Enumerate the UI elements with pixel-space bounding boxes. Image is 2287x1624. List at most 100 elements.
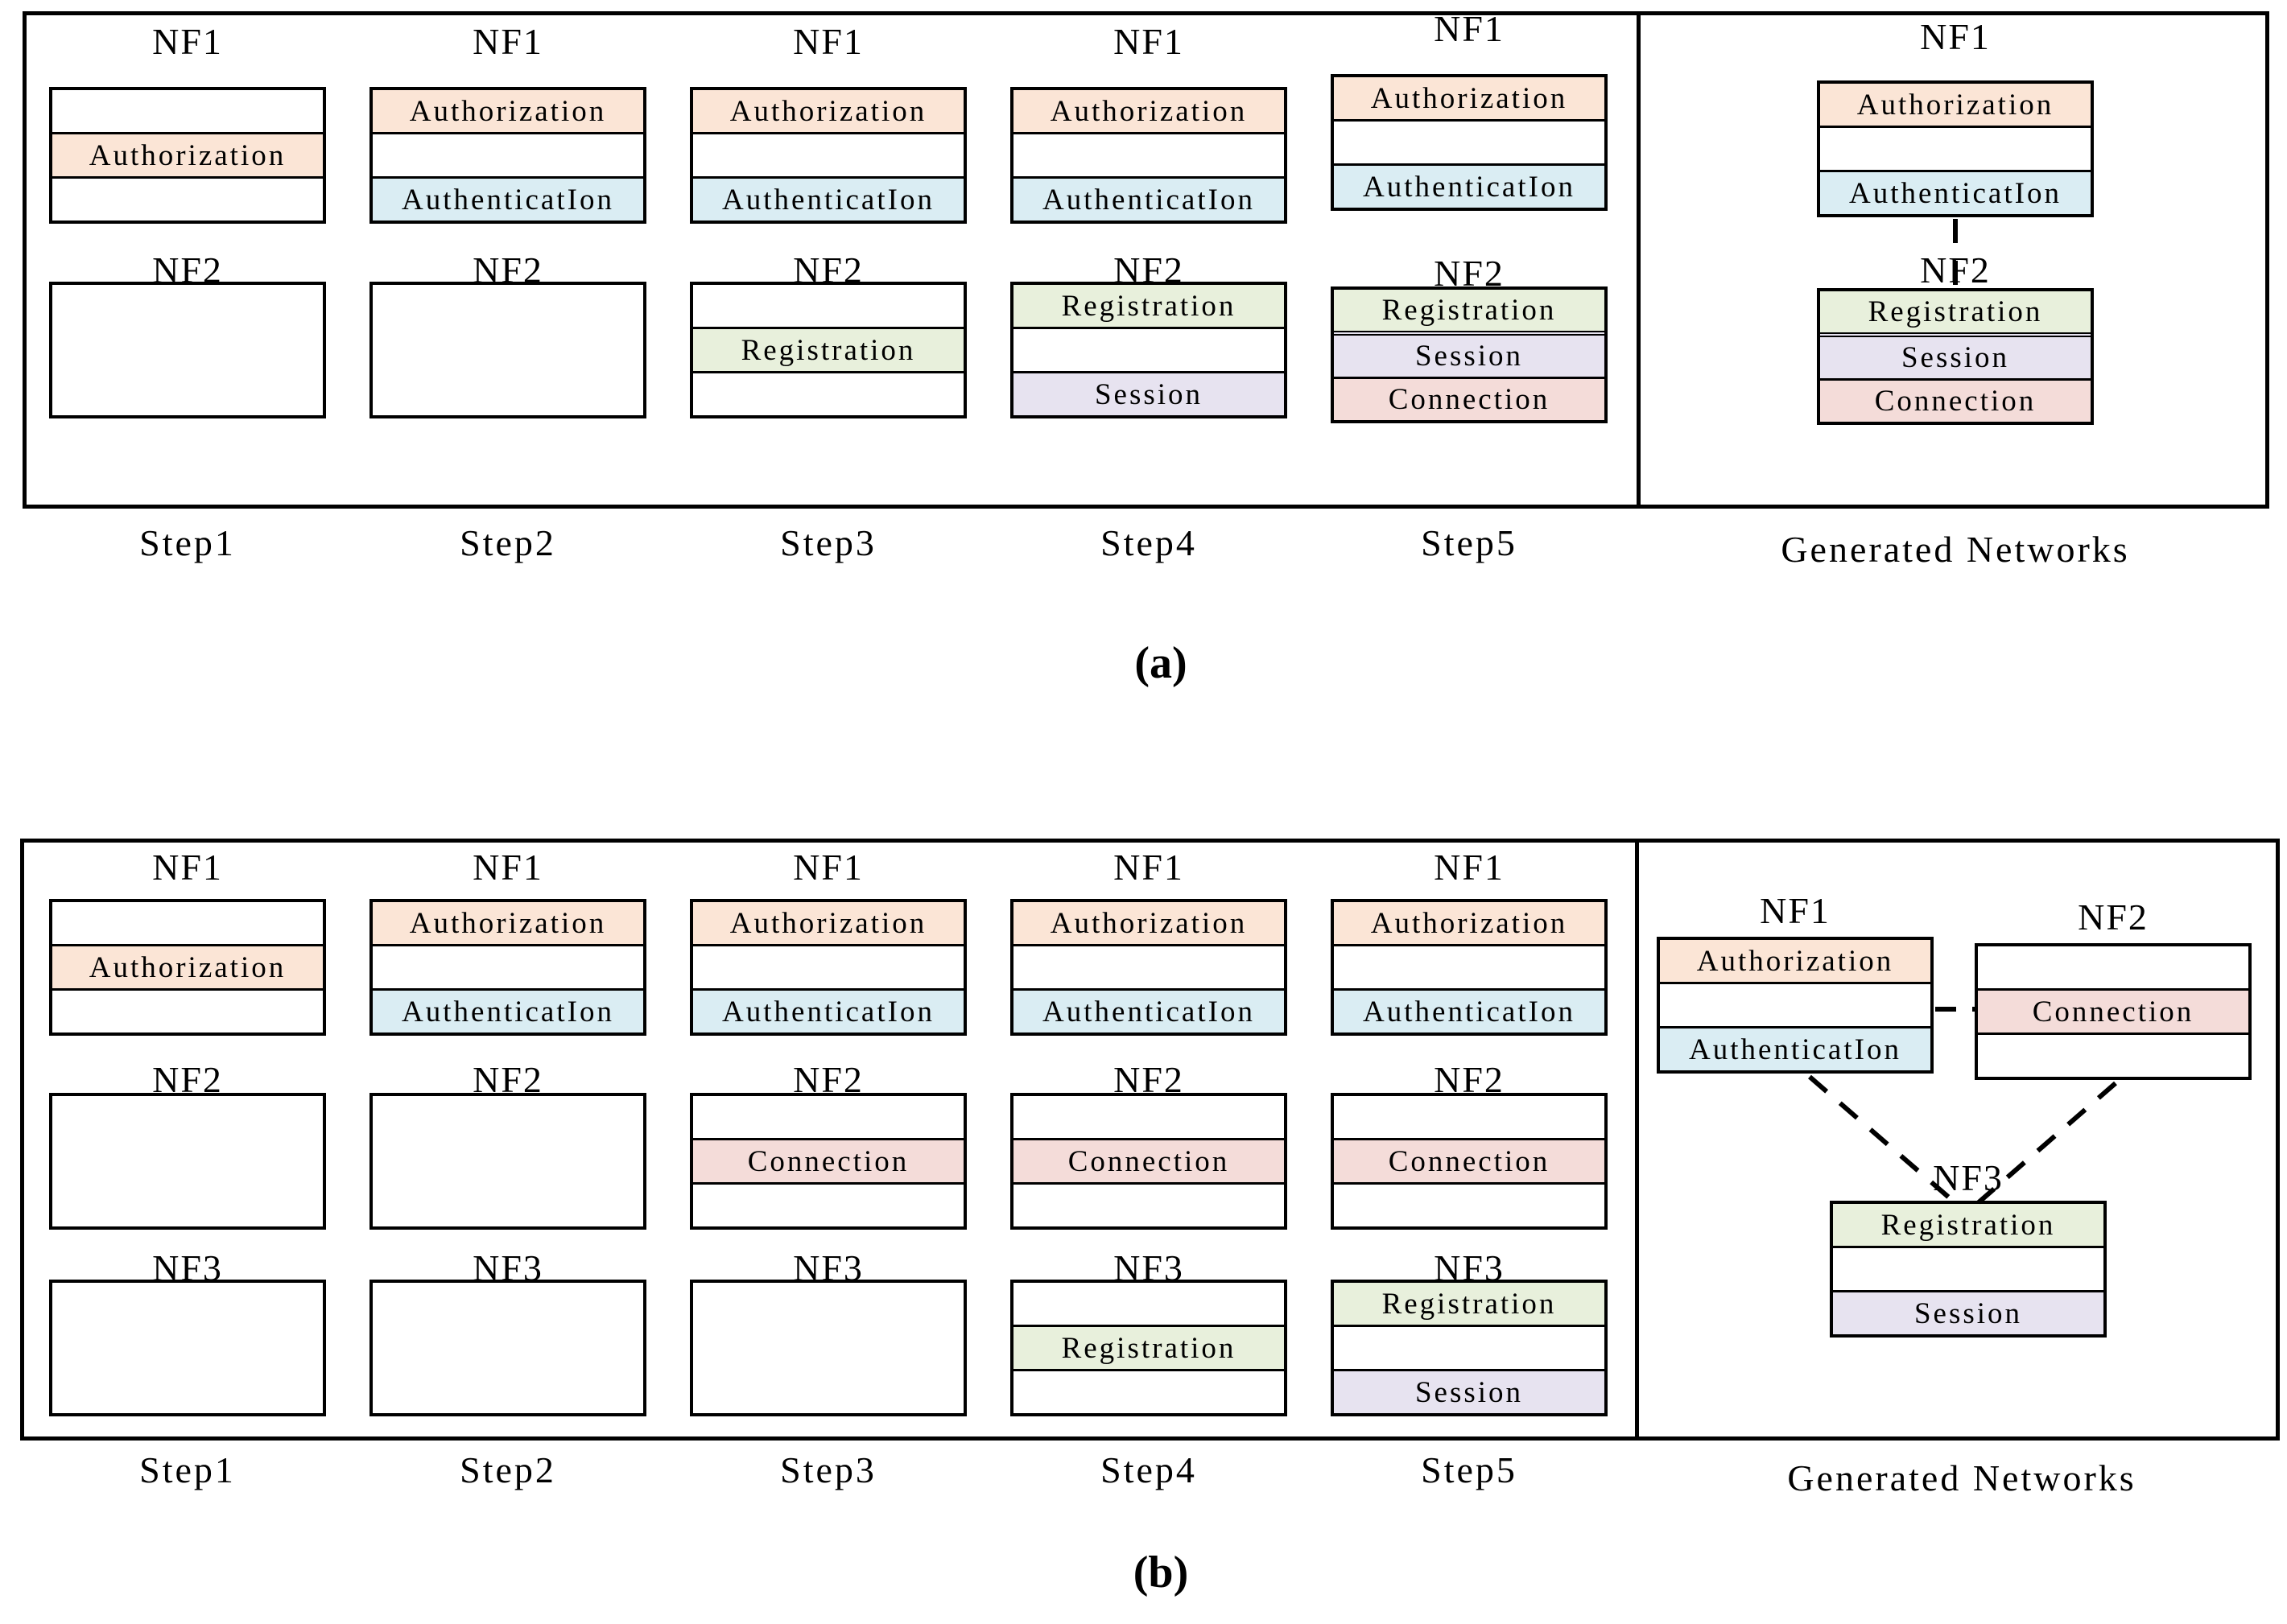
nf-row-authorization: Authorization — [1013, 90, 1284, 132]
step-label-3: Step3 — [780, 1449, 877, 1490]
nf-label-nf1-step5: NF1 — [1434, 8, 1505, 49]
nf-box-nf2-step1 — [49, 1093, 326, 1230]
nf-label-nf1-step2: NF1 — [473, 21, 543, 62]
nf-row-empty — [693, 132, 964, 176]
panel_a-divider — [1637, 11, 1641, 509]
nf-row-empty — [693, 944, 964, 988]
nf-row-authorization: Authorization — [1334, 77, 1604, 119]
nf-row-empty — [1013, 944, 1284, 988]
nf-label-nf2-step3: NF2 — [793, 1059, 864, 1100]
nf-row-authorization: Authorization — [373, 902, 643, 944]
nf-row-empty — [1978, 1033, 2248, 1077]
nf-row-empty — [1334, 1096, 1604, 1138]
nf-row-authentication: AuthenticatIon — [1013, 176, 1284, 221]
generated-networks-label-b: Generated Networks — [1787, 1457, 2136, 1498]
step-label-2: Step2 — [460, 522, 556, 563]
generated-nf-box-nf2: Connection — [1975, 943, 2252, 1080]
nf-row-authentication: AuthenticatIon — [693, 988, 964, 1033]
nf-label-nf2-step2: NF2 — [473, 249, 543, 291]
nf-row-connection: Connection — [1013, 1138, 1284, 1182]
nf-box-nf2-step2 — [369, 282, 646, 418]
nf-box-nf1-step1: Authorization — [49, 87, 326, 224]
nf-label-nf3-step5: NF3 — [1434, 1247, 1505, 1288]
nf-row-authentication: AuthenticatIon — [1334, 988, 1604, 1033]
nf-label-nf2-step3: NF2 — [793, 249, 864, 291]
nf-box-nf3-step1 — [49, 1280, 326, 1416]
nf-label-nf2-step1: NF2 — [152, 249, 223, 291]
nf-row-session: Session — [1334, 1369, 1604, 1413]
nf-row-empty — [1013, 1283, 1284, 1325]
nf-row-empty — [1978, 946, 2248, 988]
nf-box-nf2-step3: Registration — [690, 282, 967, 418]
nf-row-empty — [1820, 126, 2091, 170]
nf-row-registration: Registration — [1013, 1325, 1284, 1369]
nf-label-nf1-step3: NF1 — [793, 847, 864, 888]
nf-row-connection: Connection — [1978, 988, 2248, 1033]
nf-label-nf2-step5: NF2 — [1434, 253, 1505, 294]
nf-row-empty — [1013, 1182, 1284, 1226]
nf-row-authorization: Authorization — [693, 90, 964, 132]
step-label-3: Step3 — [780, 522, 877, 563]
panel_a-frame — [23, 11, 2269, 509]
nf-box-nf1-step1: Authorization — [49, 899, 326, 1036]
nf-label-nf1-step4: NF1 — [1113, 847, 1184, 888]
nf-row-authorization: Authorization — [693, 902, 964, 944]
nf-row-authentication: AuthenticatIon — [693, 176, 964, 221]
caption-b: (b) — [1133, 1548, 1189, 1597]
nf-row-empty — [52, 988, 323, 1033]
generated-nf-label-nf2: NF2 — [2078, 896, 2149, 938]
nf-row-empty — [373, 132, 643, 176]
nf-row-session: Session — [1833, 1290, 2103, 1334]
nf-row-authentication: AuthenticatIon — [373, 176, 643, 221]
nf-row-session: Session — [1820, 332, 2091, 378]
nf-row-authorization: Authorization — [1334, 902, 1604, 944]
nf-box-nf3-step3 — [690, 1280, 967, 1416]
nf-row-authorization: Authorization — [1660, 940, 1930, 982]
panel_b-frame — [20, 839, 2280, 1441]
nf-row-empty — [1334, 119, 1604, 163]
nf-row-empty — [1334, 1182, 1604, 1226]
nf-label-nf3-step2: NF3 — [473, 1247, 543, 1288]
nf-row-authentication: AuthenticatIon — [1334, 163, 1604, 208]
nf-row-connection: Connection — [1334, 1138, 1604, 1182]
nf-row-authentication: AuthenticatIon — [1820, 170, 2091, 214]
nf-row-registration: Registration — [693, 327, 964, 371]
generated-nf-label-nf3: NF3 — [1933, 1157, 2004, 1198]
nf-row-session: Session — [1334, 331, 1604, 377]
generated-nf-label-nf1: NF1 — [1920, 16, 1991, 57]
nf-row-empty — [693, 1182, 964, 1226]
nf-box-nf2-step3: Connection — [690, 1093, 967, 1230]
nf-label-nf1-step4: NF1 — [1113, 21, 1184, 62]
nf-row-empty — [693, 1096, 964, 1138]
nf-row-empty — [52, 902, 323, 944]
step-label-4: Step4 — [1100, 522, 1197, 563]
nf-row-empty — [693, 285, 964, 327]
nf-row-authentication: AuthenticatIon — [1013, 988, 1284, 1033]
step-label-4: Step4 — [1100, 1449, 1197, 1490]
nf-box-nf3-step4: Registration — [1010, 1280, 1287, 1416]
nf-row-empty — [1013, 132, 1284, 176]
step-label-5: Step5 — [1421, 1449, 1517, 1490]
nf-row-empty — [1013, 1096, 1284, 1138]
step-label-2: Step2 — [460, 1449, 556, 1490]
nf-row-empty — [373, 944, 643, 988]
generated-networks-label-a: Generated Networks — [1781, 529, 2130, 570]
nf-row-registration: Registration — [1013, 285, 1284, 327]
caption-a: (a) — [1134, 638, 1187, 688]
nf-label-nf1-step1: NF1 — [152, 847, 223, 888]
nf-row-empty — [1334, 1325, 1604, 1369]
